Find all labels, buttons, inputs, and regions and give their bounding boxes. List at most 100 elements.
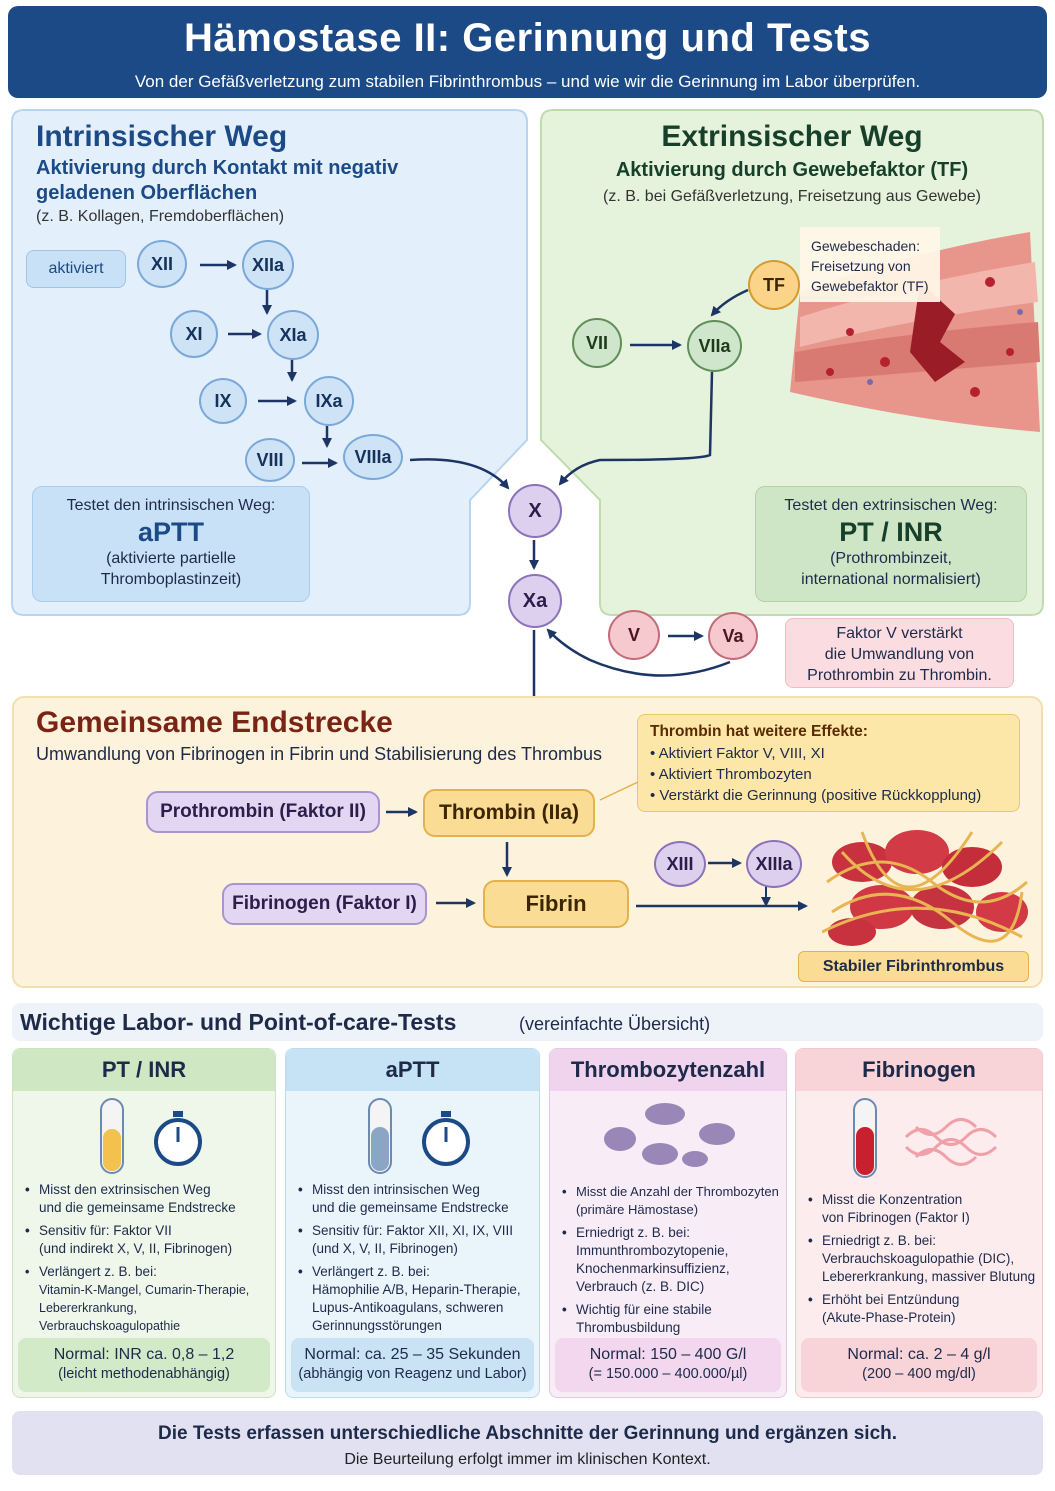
thrombus-label: Stabiler Fibrinthrombus	[798, 951, 1029, 982]
effect-text-2: Aktiviert Thrombozyten	[658, 766, 812, 783]
common-pathway-arrows	[386, 781, 808, 911]
card-platelets: Thrombozytenzahl Misst die Anzahl der Th…	[549, 1048, 787, 1398]
card-platelets-normal-note: (= 150.000 – 400.000/µl)	[588, 1366, 748, 1382]
card-text: Misst den intrinsischen Weg	[312, 1182, 480, 1197]
tissue-damage-label: Gewebeschaden: Freisetzung von Gewebefak…	[811, 236, 928, 296]
tissue-damage-illustration	[790, 227, 1040, 432]
extrinsic-test-name: PT / INR	[839, 517, 943, 547]
card-aptt-normal-note: (abhängig von Reagenz und Labor)	[298, 1366, 527, 1382]
card-platelets-normal: Normal: 150 – 400 G/l (= 150.000 – 400.0…	[555, 1338, 781, 1392]
intrinsic-note: (z. B. Kollagen, Fremdoberflächen)	[36, 208, 285, 225]
intrinsic-subtitle-1: Aktivierung durch Kontakt mit negativ	[36, 157, 399, 179]
test-tube-icon	[368, 1098, 470, 1174]
node-v: V	[608, 610, 660, 660]
card-fibrinogen-item-2: Erniedrigt z. B. bei: Verbrauchskoagulopa…	[808, 1232, 1036, 1286]
card-text: Verlängert z. B. bei:	[312, 1264, 430, 1279]
tissue-label-line-1: Gewebeschaden:	[811, 238, 920, 254]
card-aptt-title: aPTT	[286, 1049, 539, 1091]
card-text: Vitamin-K-Mangel, Cumarin-Therapie,	[39, 1283, 250, 1297]
card-text: Gerinnungsstörungen	[312, 1318, 442, 1333]
card-platelets-item-1: Misst die Anzahl der Thrombozyten(primär…	[562, 1183, 780, 1219]
card-text: und die gemeinsame Endstrecke	[39, 1200, 236, 1215]
test-tube-icon	[100, 1098, 202, 1174]
fibrin-thrombus-illustration	[822, 830, 1028, 946]
card-aptt-normal: Normal: ca. 25 – 35 Sekunden (abhängig v…	[291, 1338, 534, 1392]
intrinsic-test-desc-2: Thromboplastinzeit)	[100, 571, 242, 588]
card-text: Knochenmarkinsuffizienz,	[576, 1261, 730, 1276]
factor-v-note-line-1: Faktor V verstärkt	[836, 625, 963, 642]
tissue-label-line-3: Gewebefaktor (TF)	[811, 278, 929, 294]
card-text: Misst die Konzentration	[822, 1192, 963, 1207]
thrombin-effects-item-2: • Aktiviert Thrombozyten	[650, 766, 812, 783]
card-text: und die gemeinsame Endstrecke	[312, 1200, 509, 1215]
card-text: Lupus-Antikoagulans, schweren	[312, 1300, 504, 1315]
node-x: X	[508, 484, 562, 538]
card-platelets-title: Thrombozytenzahl	[550, 1049, 786, 1091]
thrombin-effects-item-1: • Aktiviert Faktor V, VIII, XI	[650, 745, 825, 762]
intrinsic-title: Intrinsischer Weg	[36, 120, 288, 153]
card-pt-inr-item-2: Sensitiv für: Faktor VII (und indirekt X,…	[25, 1222, 269, 1258]
thrombin-effects-item-3: • Verstärkt die Gerinnung (positive Rück…	[650, 787, 982, 804]
page-title: Hämostase II: Gerinnung und Tests	[184, 16, 871, 60]
factor-v-note-line-3: Prothrombin zu Thrombin.	[807, 667, 992, 684]
effect-text-1: Aktiviert Faktor V, VIII, XI	[658, 745, 825, 762]
card-text: von Fibrinogen (Faktor I)	[822, 1210, 970, 1225]
node-xa: Xa	[508, 574, 562, 628]
card-fibrinogen-list: Misst die Konzentration von Fibrinogen (F…	[808, 1191, 1036, 1332]
common-subtitle: Umwandlung von Fibrinogen in Fibrin und …	[36, 744, 602, 764]
tests-section-title: Wichtige Labor- und Point-of-care-Tests	[20, 1009, 457, 1035]
factor-v-note-line-2: die Umwandlung von	[824, 646, 975, 663]
card-text: Misst den extrinsischen Weg	[39, 1182, 211, 1197]
card-text: Verbrauch (z. B. DIC)	[576, 1279, 705, 1294]
extrinsic-test-desc-2: international normalisiert)	[801, 571, 981, 588]
node-ixa: IXa	[304, 376, 354, 426]
card-platelets-normal-value: Normal: 150 – 400 G/l	[589, 1346, 747, 1363]
footer-line-2: Die Beurteilung erfolgt immer im klinisc…	[344, 1451, 711, 1468]
factor-v-note: Faktor V verstärkt die Umwandlung von Pr…	[785, 618, 1014, 688]
node-vii: VII	[572, 318, 622, 368]
node-xi: XI	[170, 310, 218, 358]
card-text: Verbrauchskoagulopathie (DIC),	[822, 1251, 1015, 1266]
card-text: Immunthrombozytopenie,	[576, 1243, 729, 1258]
thrombin-effects-title: Thrombin hat weitere Effekte:	[650, 723, 868, 740]
platelets-icon	[604, 1103, 735, 1167]
activated-label: aktiviert	[26, 250, 126, 288]
card-pt-inr-item-3: Verlängert z. B. bei: Vitamin-K-Mangel, C…	[25, 1263, 269, 1335]
effect-text-3: Verstärkt die Gerinnung (positive Rückko…	[659, 787, 982, 804]
card-text: Misst die Anzahl der Thrombozyten	[576, 1184, 779, 1199]
card-text: Hämophilie A/B, Heparin-Therapie,	[312, 1282, 521, 1297]
card-platelets-list: Misst die Anzahl der Thrombozyten(primär…	[562, 1183, 780, 1342]
card-pt-inr-title: PT / INR	[13, 1049, 275, 1091]
intrinsic-subtitle-2: geladenen Oberflächen	[36, 182, 258, 204]
card-text: Erniedrigt z. B. bei:	[822, 1233, 937, 1248]
prothrombin-box: Prothrombin (Faktor II)	[146, 791, 380, 833]
card-aptt: aPTT Misst den intrinsischen Weg und die …	[285, 1048, 540, 1398]
card-text: Erhöht bei Entzündung	[822, 1292, 960, 1307]
fibrin-box: Fibrin	[483, 880, 629, 928]
intrinsic-test-desc-1: (aktivierte partielle	[106, 550, 236, 567]
intrinsic-test-name: aPTT	[137, 517, 204, 547]
card-text: Sensitiv für: Faktor XII, XI, IX, VIII	[312, 1223, 514, 1238]
node-tf: TF	[748, 260, 800, 310]
card-text: Sensitiv für: Faktor VII	[39, 1223, 172, 1238]
card-text: Lebererkrankung, massiver Blutung	[822, 1269, 1036, 1284]
card-pt-inr: PT / INR Misst den extrinsischen Weg und …	[12, 1048, 276, 1398]
card-aptt-item-2: Sensitiv für: Faktor XII, XI, IX, VIII(u…	[298, 1222, 533, 1258]
tests-section-header: Wichtige Labor- und Point-of-care-Tests …	[12, 1003, 1043, 1041]
card-text: Verlängert z. B. bei:	[39, 1264, 157, 1279]
card-text: Thrombusbildung	[576, 1320, 681, 1335]
intrinsic-panel: Intrinsischer Weg Aktivierung durch Kont…	[12, 110, 527, 615]
extrinsic-title: Extrinsischer Weg	[661, 120, 923, 153]
tests-section-note: (vereinfachte Übersicht)	[519, 1014, 711, 1034]
node-xii: XII	[137, 240, 187, 288]
card-fibrinogen-normal-value: Normal: ca. 2 – 4 g/l	[847, 1346, 991, 1363]
thrombin-effects-box: Thrombin hat weitere Effekte: • Aktivier…	[637, 714, 1020, 812]
card-fibrinogen-item-1: Misst die Konzentration von Fibrinogen (F…	[808, 1191, 1036, 1227]
card-text: (und indirekt X, V, II, Fibrinogen)	[39, 1241, 233, 1256]
footer-line-1: Die Tests erfassen unterschiedliche Absc…	[157, 1423, 898, 1444]
thrombin-box: Thrombin (IIa)	[423, 789, 595, 837]
card-fibrinogen-item-3: Erhöht bei Entzündung(Akute-Phase-Protei…	[808, 1291, 1036, 1327]
fibrinogen-box: Fibrinogen (Faktor I)	[222, 883, 427, 925]
